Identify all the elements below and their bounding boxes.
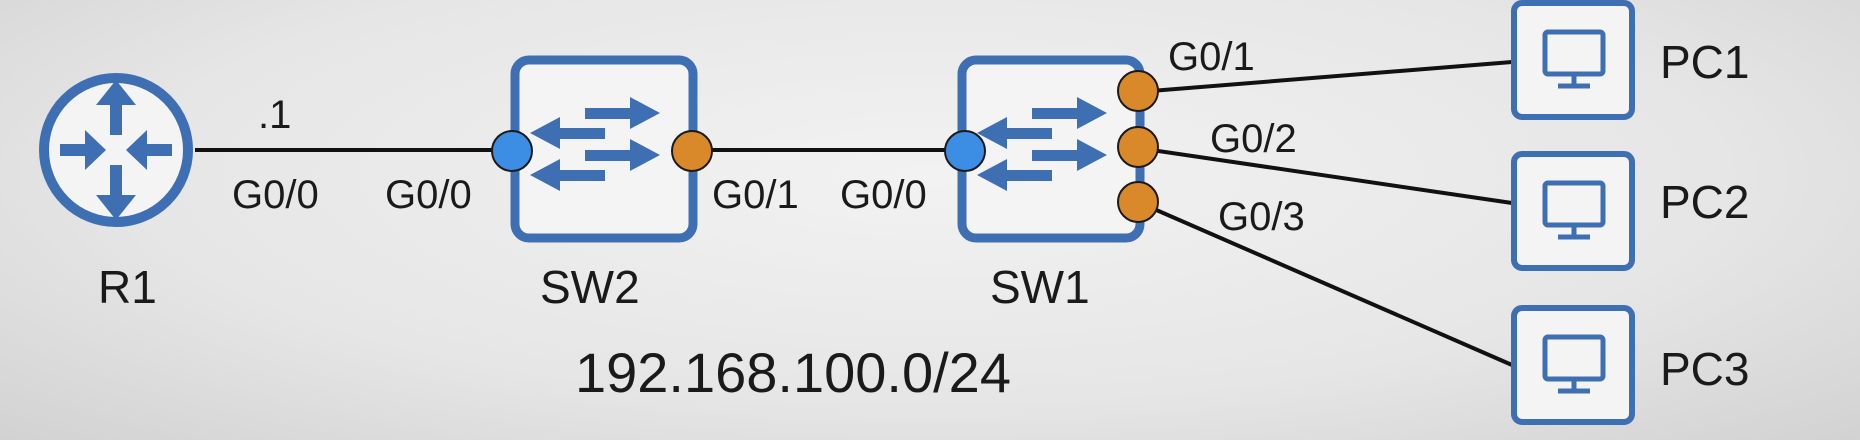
router-arrows (60, 80, 172, 220)
device-label-pc3: PC3 (1660, 343, 1749, 395)
port-dot-sw1-g02 (1117, 126, 1159, 168)
switch-arrows-icon (977, 97, 1107, 191)
sw1-port-g01-label: G0/1 (1168, 35, 1255, 79)
network-subnet-label: 192.168.100.0/24 (575, 341, 1011, 404)
monitor-icon (1542, 29, 1606, 89)
router-icon (39, 73, 193, 227)
sw1-port-g03-label: G0/3 (1218, 195, 1305, 239)
device-label-r1: R1 (98, 261, 157, 313)
port-dot-sw1-g00 (944, 130, 986, 172)
sw1-port-g02-label: G0/2 (1210, 117, 1297, 161)
monitor-icon (1542, 180, 1606, 240)
pc-pc3[interactable] (1511, 305, 1635, 425)
switch-sw1[interactable] (957, 55, 1145, 243)
port-dot-sw1-g03 (1117, 181, 1159, 223)
device-label-sw2: SW2 (540, 261, 640, 313)
device-label-sw1: SW1 (990, 261, 1090, 313)
port-dot-sw2-g00 (491, 130, 533, 172)
pc-icon (1511, 0, 1635, 120)
sw2-port-left-label: G0/0 (385, 173, 472, 217)
switch-arrows-icon (530, 97, 660, 191)
switch-sw2[interactable] (510, 55, 698, 243)
switch-icon (510, 55, 698, 243)
r1-ip-suffix-label: .1 (258, 93, 291, 137)
switch-icon (957, 55, 1145, 243)
port-dot-sw2-g01 (671, 130, 713, 172)
pc-icon (1511, 151, 1635, 271)
sw2-port-right-label: G0/1 (712, 173, 799, 217)
pc-pc1[interactable] (1511, 0, 1635, 120)
pc-icon (1511, 305, 1635, 425)
sw1-port-left-label: G0/0 (840, 173, 927, 217)
ports (491, 70, 1159, 223)
r1-port-label: G0/0 (232, 173, 319, 217)
device-label-pc1: PC1 (1660, 36, 1749, 88)
port-dot-sw1-g01 (1117, 70, 1159, 112)
pc-pc2[interactable] (1511, 151, 1635, 271)
link-sw1-pc2 (1137, 146, 1513, 205)
link-sw1-pc1 (1137, 60, 1513, 94)
device-label-pc2: PC2 (1660, 176, 1749, 228)
link-sw1-pc3 (1137, 200, 1513, 367)
router-r1[interactable] (39, 73, 193, 227)
links (195, 60, 1513, 367)
monitor-icon (1542, 334, 1606, 394)
